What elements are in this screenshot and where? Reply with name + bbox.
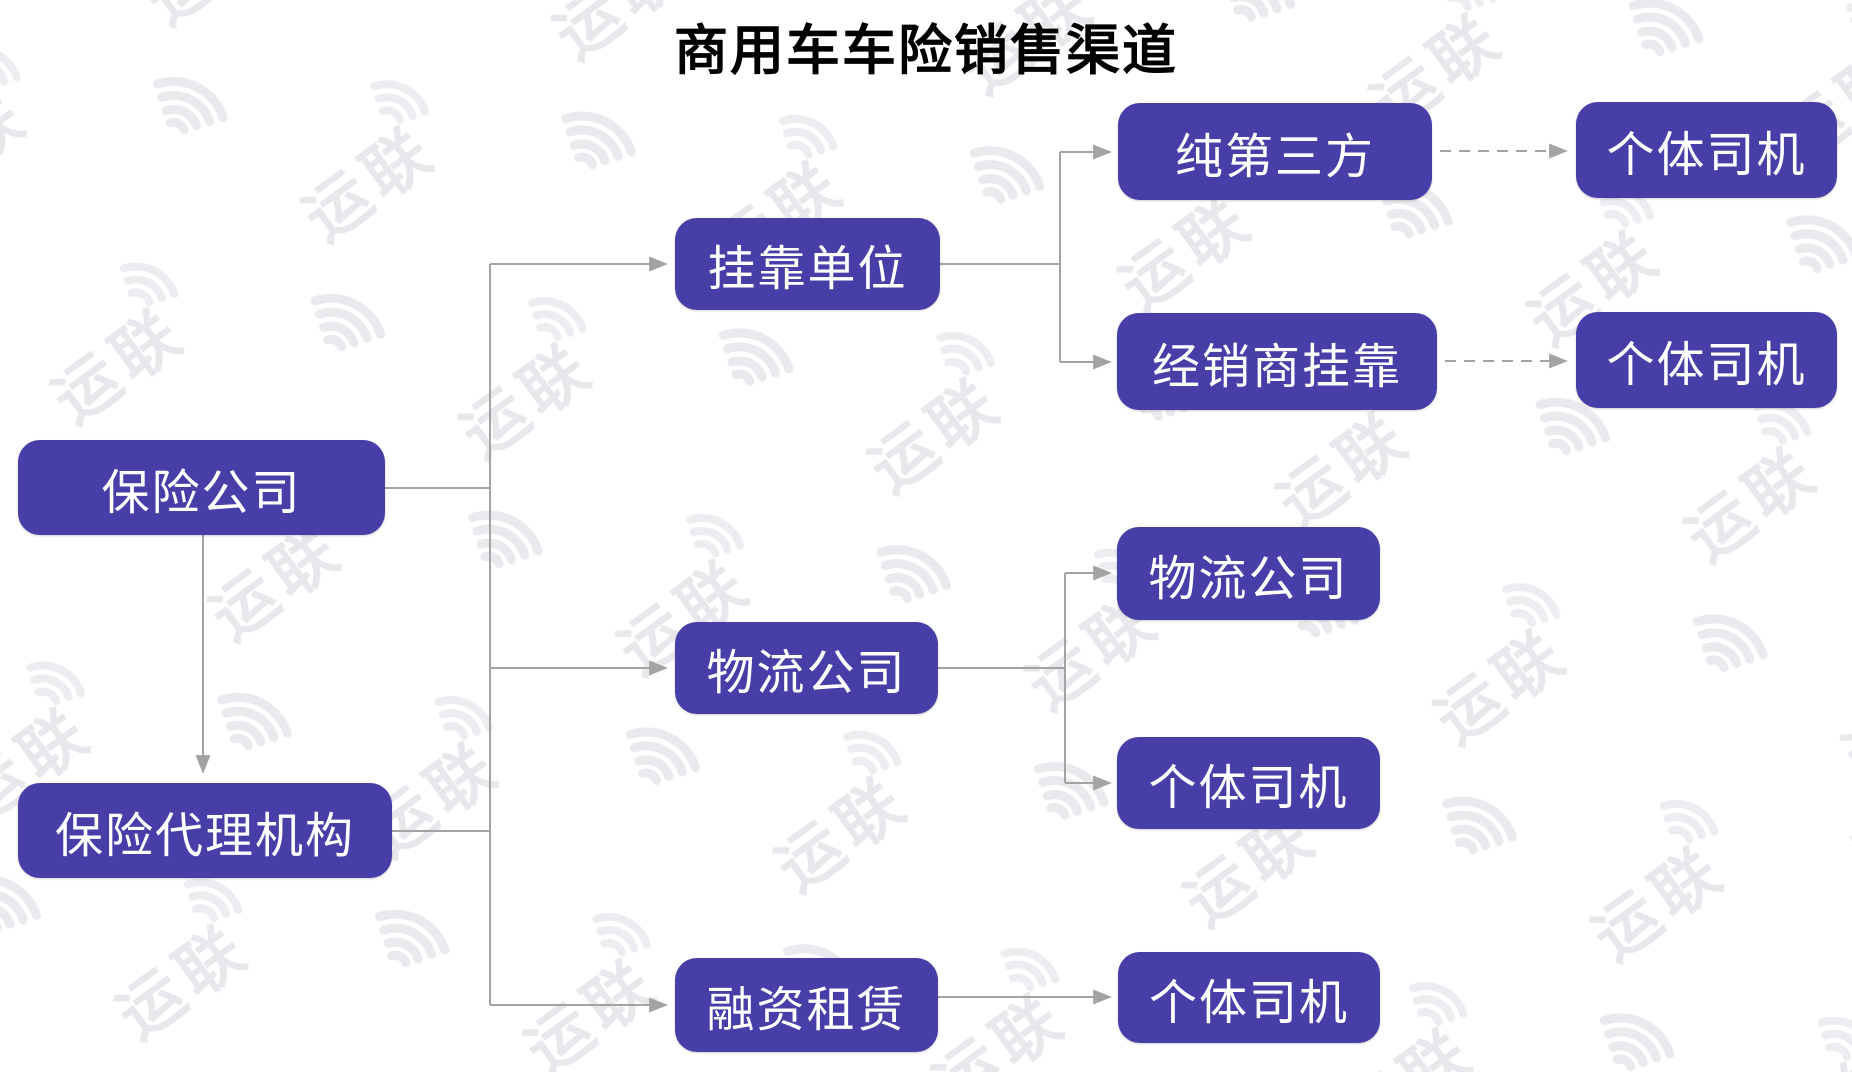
node-dealer-affiliation: 经销商挂靠 <box>1117 313 1437 410</box>
page-title: 商用车车险销售渠道 <box>674 21 1178 81</box>
node-insurance-company: 保险公司 <box>18 440 385 535</box>
node-label: 物流公司 <box>706 647 907 700</box>
node-label: 个体司机 <box>1148 976 1349 1030</box>
node-individual-driver-from-leasing: 个体司机 <box>1118 952 1380 1043</box>
node-affiliated-unit: 挂靠单位 <box>675 218 940 310</box>
node-label: 个体司机 <box>1148 762 1349 815</box>
node-label: 个体司机 <box>1606 339 1807 392</box>
node-insurance-agency: 保险代理机构 <box>18 783 392 878</box>
node-label: 经销商挂靠 <box>1151 340 1402 394</box>
node-financial-leasing: 融资租赁 <box>675 958 938 1052</box>
connector-affiliated-unit-elbow <box>940 152 1061 362</box>
node-label: 保险公司 <box>101 466 302 520</box>
node-label: 物流公司 <box>1148 552 1349 606</box>
node-label: 融资租赁 <box>706 984 907 1037</box>
node-individual-driver-from-dealer: 个体司机 <box>1576 312 1837 408</box>
node-logistics-company-right: 物流公司 <box>1117 527 1380 620</box>
node-label: 个体司机 <box>1606 129 1807 182</box>
node-individual-driver-from-logistics: 个体司机 <box>1117 737 1380 829</box>
node-individual-driver-from-third-party: 个体司机 <box>1576 102 1837 198</box>
node-logistics-company-mid: 物流公司 <box>675 622 938 714</box>
node-label: 保险代理机构 <box>54 809 355 863</box>
node-label: 纯第三方 <box>1174 130 1375 184</box>
node-pure-third-party: 纯第三方 <box>1118 103 1432 200</box>
connector-logistics-elbow <box>938 573 1066 783</box>
node-label: 挂靠单位 <box>707 243 908 296</box>
